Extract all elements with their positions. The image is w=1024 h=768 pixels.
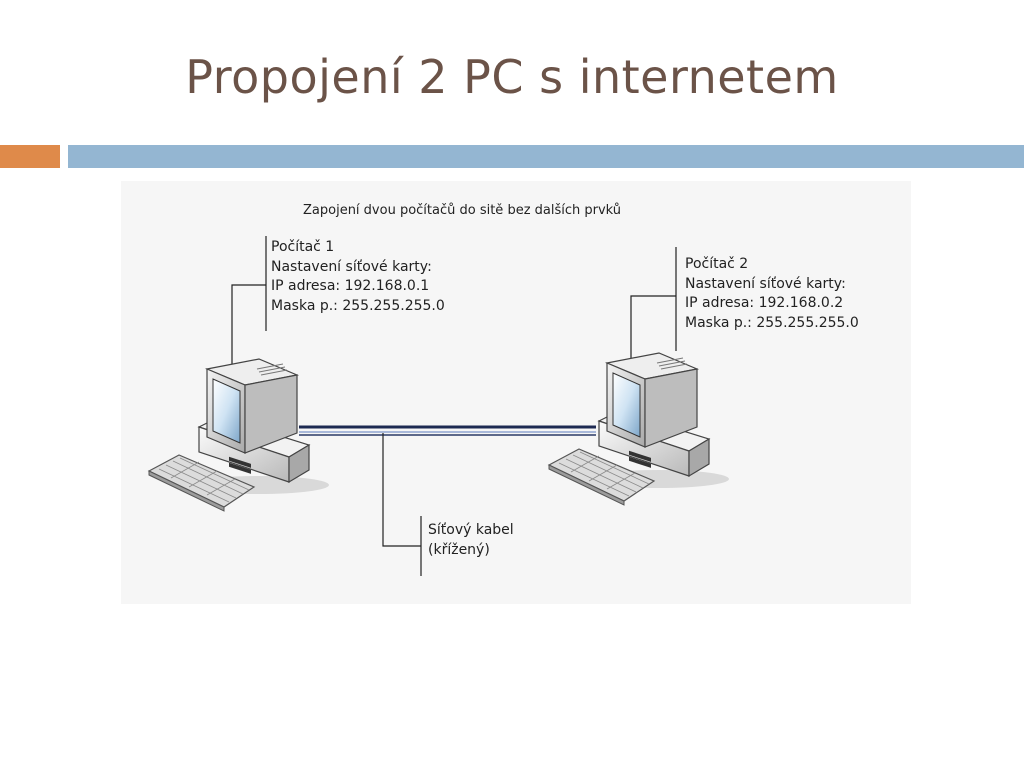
accent-bar-blue xyxy=(68,145,1024,168)
network-cable xyxy=(299,425,596,436)
computer-2-icon xyxy=(548,352,730,506)
pc1-ip: IP adresa: 192.168.0.1 xyxy=(271,278,430,294)
cable-callout: Síťový kabel (křížený) xyxy=(428,521,514,560)
accent-bar-orange xyxy=(0,145,60,168)
pc1-callout: Počítač 1 Nastavení síťové karty: IP adr… xyxy=(271,238,445,316)
pc2-name: Počítač 2 xyxy=(685,256,749,272)
pc2-mask: Maska p.: 255.255.255.0 xyxy=(685,314,859,331)
diagram-graphics xyxy=(148,236,730,576)
pc1-name: Počítač 1 xyxy=(271,239,335,255)
pc1-setting-label: Nastavení síťové karty: xyxy=(271,258,432,275)
diagram-heading: Zapojení dvou počítačů do sitě bez další… xyxy=(303,203,622,218)
slide-title: Propojení 2 PC s internetem xyxy=(185,50,839,104)
callout-lines xyxy=(231,236,677,576)
network-diagram: Zapojení dvou počítačů do sitě bez další… xyxy=(121,181,911,604)
cable-label: Síťový kabel xyxy=(428,522,514,538)
pc2-callout: Počítač 2 Nastavení síťové karty: IP adr… xyxy=(685,255,859,333)
pc2-setting-label: Nastavení síťové karty: xyxy=(685,275,846,292)
pc2-ip: IP adresa: 192.168.0.2 xyxy=(685,295,844,311)
cable-note: (křížený) xyxy=(428,541,490,558)
pc1-mask: Maska p.: 255.255.255.0 xyxy=(271,297,445,314)
